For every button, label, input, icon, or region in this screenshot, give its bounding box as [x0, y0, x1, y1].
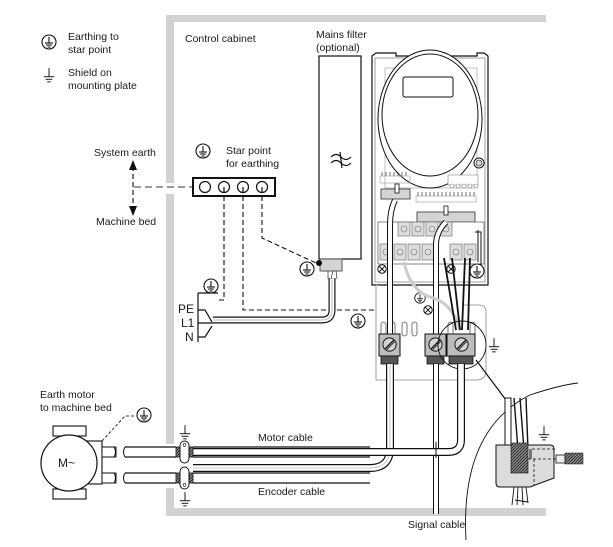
legend-label-earthing-line2: star point — [68, 44, 111, 56]
cabinet-bottom-wall — [166, 508, 546, 516]
clamp-shield-ground-icon — [488, 337, 500, 353]
star-point-earth-icon — [195, 143, 211, 159]
cable-gland-motor — [175, 440, 194, 464]
earth-star-point-icon — [41, 34, 57, 50]
mains-filter-label-line2: (optional) — [316, 42, 360, 54]
drive-display — [402, 76, 454, 98]
gland-encoder-ground-icon — [179, 491, 191, 507]
control-cabinet-walls — [166, 15, 546, 516]
star-point-label-line2: for earthing — [226, 158, 279, 170]
legend-label-earthing-line1: Earthing to — [68, 31, 119, 43]
mains-filter-label-line1: Mains filter — [316, 29, 367, 41]
earth-direction-arrow — [129, 160, 137, 216]
mains-filter — [316, 55, 362, 280]
motor-cable-inside — [193, 446, 370, 458]
cabinet-top-wall — [166, 15, 546, 22]
system-earth-label: System earth — [94, 147, 156, 159]
encoder-cable-inside — [193, 472, 370, 484]
legend: Earthing to star point Shield on mountin… — [41, 31, 137, 92]
motor-cable-stubs — [101, 446, 176, 484]
detail-shield-ground-icon — [538, 425, 550, 441]
motor-symbol-label: M~ — [58, 456, 75, 470]
l1-label: L1 — [181, 316, 195, 330]
servo-drive — [371, 49, 489, 286]
filter-earth-icon — [299, 261, 315, 277]
shield-ground-icon — [43, 67, 55, 83]
encoder-cable-label: Encoder cable — [258, 486, 325, 498]
pe-label: PE — [178, 302, 194, 316]
cabinet-left-wall-mid — [166, 194, 174, 444]
motor-earth-link — [101, 415, 135, 442]
cable-gland-encoder — [175, 466, 194, 490]
detail-callout-line — [475, 359, 507, 401]
motor-phase-wires — [443, 257, 471, 331]
filter-symbol-icon — [330, 151, 352, 169]
legend-label-shield-line2: mounting plate — [68, 80, 137, 92]
cable-clamp-encoder — [378, 333, 401, 365]
n-label: N — [185, 330, 194, 344]
legend-label-shield-line1: Shield on — [68, 67, 112, 79]
earth-wire-to-mains-filter — [261, 196, 317, 264]
mains-cable — [213, 278, 336, 324]
machine-bed-label: Machine bed — [96, 216, 156, 228]
star-point-label-line1: Star point — [226, 145, 271, 157]
plate-earth-icon — [350, 313, 366, 329]
cable-clamp-signal — [424, 333, 447, 365]
cabinet-left-wall-lower — [166, 488, 174, 516]
gland-motor-ground-icon — [179, 424, 191, 440]
motor-cable-label: Motor cable — [258, 432, 313, 444]
pe-earth-icon — [203, 278, 219, 294]
earth-motor-label-line2: to machine bed — [40, 402, 112, 414]
signal-cable-label: Signal cable — [408, 519, 465, 531]
cable-clamp-motor — [446, 333, 476, 365]
drive-earth-icon — [469, 263, 485, 279]
control-cabinet-label: Control cabinet — [185, 33, 256, 45]
power-terminal-screws — [382, 225, 474, 256]
earth-motor-label-line1: Earth motor — [40, 389, 95, 401]
plate-screw — [423, 305, 433, 315]
drive-screw-left — [377, 264, 387, 274]
star-point-busbar — [192, 177, 276, 197]
motor-earth-icon — [136, 407, 152, 423]
motor: M~ — [40, 425, 103, 500]
earth-wire-to-pe — [216, 196, 225, 301]
cabinet-left-wall-upper — [166, 15, 174, 183]
mains-supply-terminal: PE L1 N — [178, 292, 218, 344]
shield-clamp-detail — [465, 382, 584, 541]
